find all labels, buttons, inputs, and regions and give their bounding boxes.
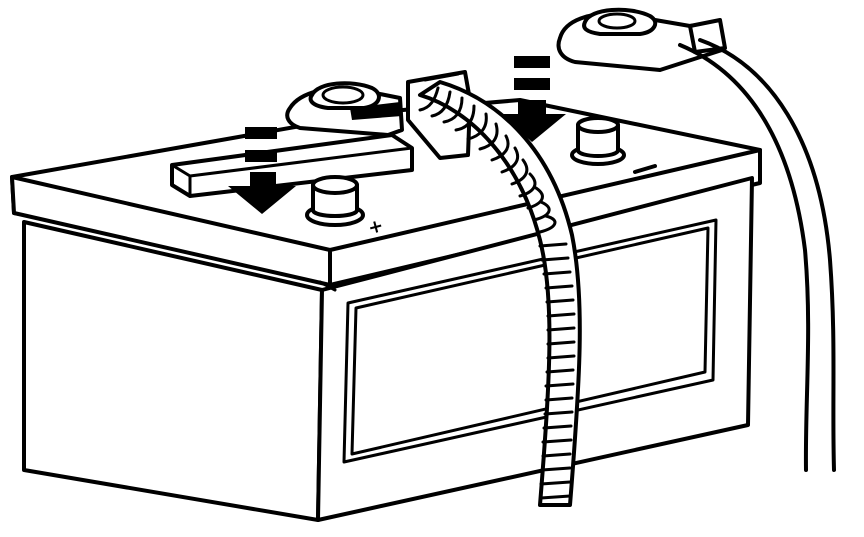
battery-case <box>10 98 762 522</box>
polarity-mark-positive: + <box>366 215 386 239</box>
positive-cable-clamp <box>556 7 727 72</box>
negative-terminal-post <box>570 116 626 166</box>
smooth-cable <box>678 38 836 472</box>
down-arrow-left <box>228 127 296 214</box>
down-arrow-right <box>500 56 566 142</box>
polarity-mark-negative <box>633 164 657 174</box>
positive-terminal-post <box>305 175 365 227</box>
corrugated-cable <box>418 80 582 507</box>
negative-cable-clamp <box>285 81 404 137</box>
